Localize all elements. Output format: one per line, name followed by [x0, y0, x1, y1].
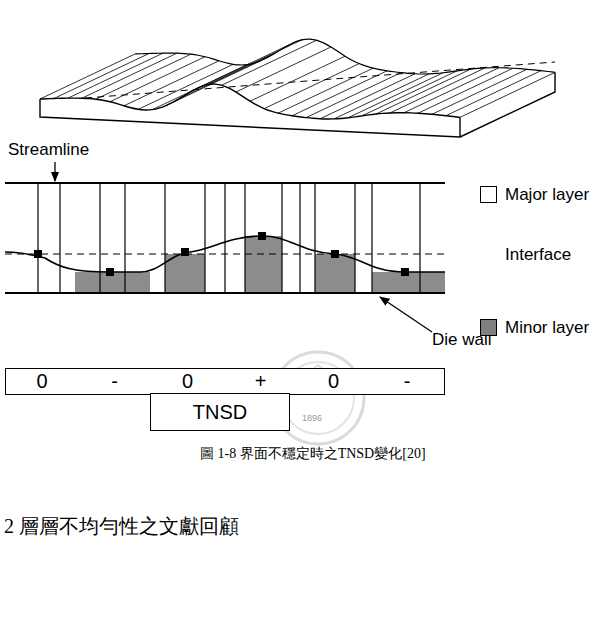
table-cell: -	[78, 368, 152, 395]
cell-text: +	[255, 370, 267, 393]
legend-item: Minor layer	[480, 318, 600, 340]
legend-swatch	[480, 319, 497, 336]
wavy-slab	[40, 39, 555, 137]
part-label: Interface	[505, 245, 571, 265]
table-cell: +	[224, 368, 298, 395]
watermark: 1896	[302, 413, 322, 423]
legend-text: Minor layer	[505, 318, 589, 338]
cell-text: 0	[182, 370, 193, 393]
table-cell: -	[370, 368, 445, 395]
cell-text: 0	[36, 370, 47, 393]
table-cell: 0	[5, 368, 79, 395]
section-heading: 2 層層不均勻性之文獻回顧	[4, 513, 239, 540]
cell-text: TNSD	[193, 401, 247, 424]
cell-text: -	[111, 370, 118, 393]
label-box: TNSD	[150, 393, 290, 431]
callout-label: Streamline	[8, 140, 89, 160]
table-cell: 0	[151, 368, 225, 395]
leader-line	[54, 162, 55, 181]
leader-line	[380, 297, 432, 332]
legend-text: Major layer	[505, 185, 589, 205]
legend-item: Major layer	[480, 185, 600, 207]
cell-text: -	[404, 370, 411, 393]
table-cell: 0	[297, 368, 371, 395]
figure-caption: 圖 1-8 界面不穩定時之TNSD變化[20]	[200, 445, 426, 463]
cell-text: 0	[328, 370, 339, 393]
legend-swatch	[480, 186, 497, 203]
cross-section	[5, 183, 445, 293]
